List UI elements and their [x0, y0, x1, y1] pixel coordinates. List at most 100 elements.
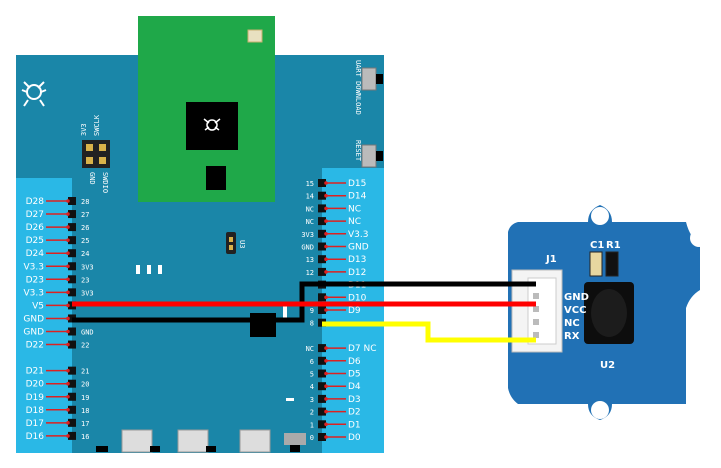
left-pin-header [68, 288, 76, 297]
right-pin-label: D2 [348, 408, 361, 418]
right-pin-silk: 5 [310, 371, 314, 379]
wifi-chip-logo [203, 118, 221, 131]
left-pin-label: D26 [26, 223, 45, 233]
right-pin-label: D14 [348, 192, 367, 202]
right-pin-silk: 0 [310, 434, 314, 442]
left-pin-dot [66, 408, 70, 412]
right-pin-silk: 12 [306, 269, 314, 277]
right-pin-header [318, 242, 326, 251]
left-pin-dot [66, 290, 70, 295]
right-pin-header [318, 369, 326, 378]
left-pin-silk: 22 [81, 342, 89, 350]
right-pin-silk: 1 [310, 421, 314, 429]
right-pin-silk: NC [306, 218, 314, 226]
left-pin-label: D25 [26, 236, 44, 246]
right-pin-dot [324, 308, 328, 312]
right-pin-dot [324, 371, 328, 376]
left-pin-dot [66, 434, 70, 438]
left-pin-header [68, 418, 76, 427]
module-pin-label: NC [564, 318, 580, 329]
left-pin-dot [66, 316, 70, 321]
swd-label-gnd: GND [88, 172, 96, 185]
right-pin-header [318, 407, 326, 416]
bottom-connectors [96, 429, 306, 453]
right-pin-dot [324, 409, 328, 414]
left-pin-header [68, 327, 76, 336]
left-pin-label: D23 [26, 275, 44, 285]
left-pin-header [68, 210, 76, 219]
wire-yellow [322, 321, 536, 343]
right-pin-header [318, 179, 326, 187]
right-pin-label: D12 [348, 268, 366, 278]
right-pin-header [318, 191, 326, 200]
swd-label-swdio: SWDIO [101, 172, 109, 193]
right-pin-silk: NC [306, 205, 314, 213]
left-pin-label: V3.3 [24, 262, 44, 272]
left-pin-header [68, 275, 76, 284]
right-pin-dot [324, 359, 328, 363]
right-pin-header [318, 420, 326, 429]
left-pin-header [68, 405, 76, 414]
mount-hole-right [690, 229, 708, 247]
right-pin-header [318, 267, 326, 276]
right-pin-silk: 8 [310, 320, 314, 328]
right-pin-label: D3 [348, 395, 361, 405]
left-pin-label: GND [23, 328, 44, 338]
cap-label: C1 [590, 240, 604, 251]
swd-header: 3V3 SWCLK GND SWDIO [80, 114, 110, 193]
module-pin-label: GND [564, 292, 589, 303]
right-pin-dot [324, 270, 328, 274]
right-pin-silk: NC [306, 345, 314, 353]
left-pin-label: D20 [26, 380, 45, 390]
right-pin-label: GND [348, 243, 369, 253]
left-pin-dot [66, 277, 70, 282]
right-pin-label: D9 [348, 306, 361, 316]
pad-lower [283, 305, 287, 318]
left-pin-dot [66, 303, 70, 308]
left-pin-header [68, 379, 76, 388]
left-pin-dot [66, 199, 70, 203]
right-pin-dot [324, 422, 328, 427]
cap-c1 [589, 251, 603, 277]
reset-button-tab [376, 151, 383, 161]
left-pin-label: D24 [26, 249, 45, 259]
left-pin-silk: GND [81, 329, 94, 337]
big-chip [250, 313, 276, 337]
right-pin-header [318, 229, 326, 238]
left-pin-header [68, 223, 76, 232]
mount-hole-top [591, 207, 609, 225]
left-pin-silk: 24 [81, 250, 89, 258]
right-pin-silk: 14 [306, 193, 314, 201]
left-pin-header [68, 431, 76, 440]
left-pin-header [68, 392, 76, 401]
uart-download-button[interactable] [361, 67, 377, 91]
left-pin-dot [66, 342, 70, 347]
right-pin-dot [324, 232, 328, 236]
right-pin-label: D15 [348, 179, 366, 189]
left-pin-dot [66, 238, 70, 242]
right-pin-silk: 2 [310, 409, 314, 417]
left-pin-silk: 3V3 [81, 263, 94, 271]
reset-button[interactable] [361, 144, 377, 168]
chip-label: U2 [600, 360, 615, 371]
left-pin-header [68, 366, 76, 375]
svg-text:U3: U3 [238, 240, 246, 248]
right-pin-silk: 13 [306, 256, 314, 264]
left-pin-silk: 18 [81, 407, 89, 415]
left-pin-silk: 21 [81, 368, 89, 376]
right-pin-silk: 3 [310, 396, 314, 404]
left-pin-label: D28 [26, 197, 45, 207]
left-pin-silk: 28 [81, 198, 89, 206]
right-pin-silk: 4 [310, 383, 314, 391]
right-pin-dot [324, 181, 328, 185]
module-pin-label: VCC [564, 305, 586, 316]
right-pin-label: NC [348, 217, 361, 227]
left-pin-dot [66, 264, 70, 269]
right-pin-dot [324, 435, 328, 439]
right-pin-dot [324, 219, 328, 223]
uart-download-button-tab [376, 74, 383, 84]
right-pin-dot [324, 384, 328, 389]
right-pin-dot [324, 244, 328, 249]
